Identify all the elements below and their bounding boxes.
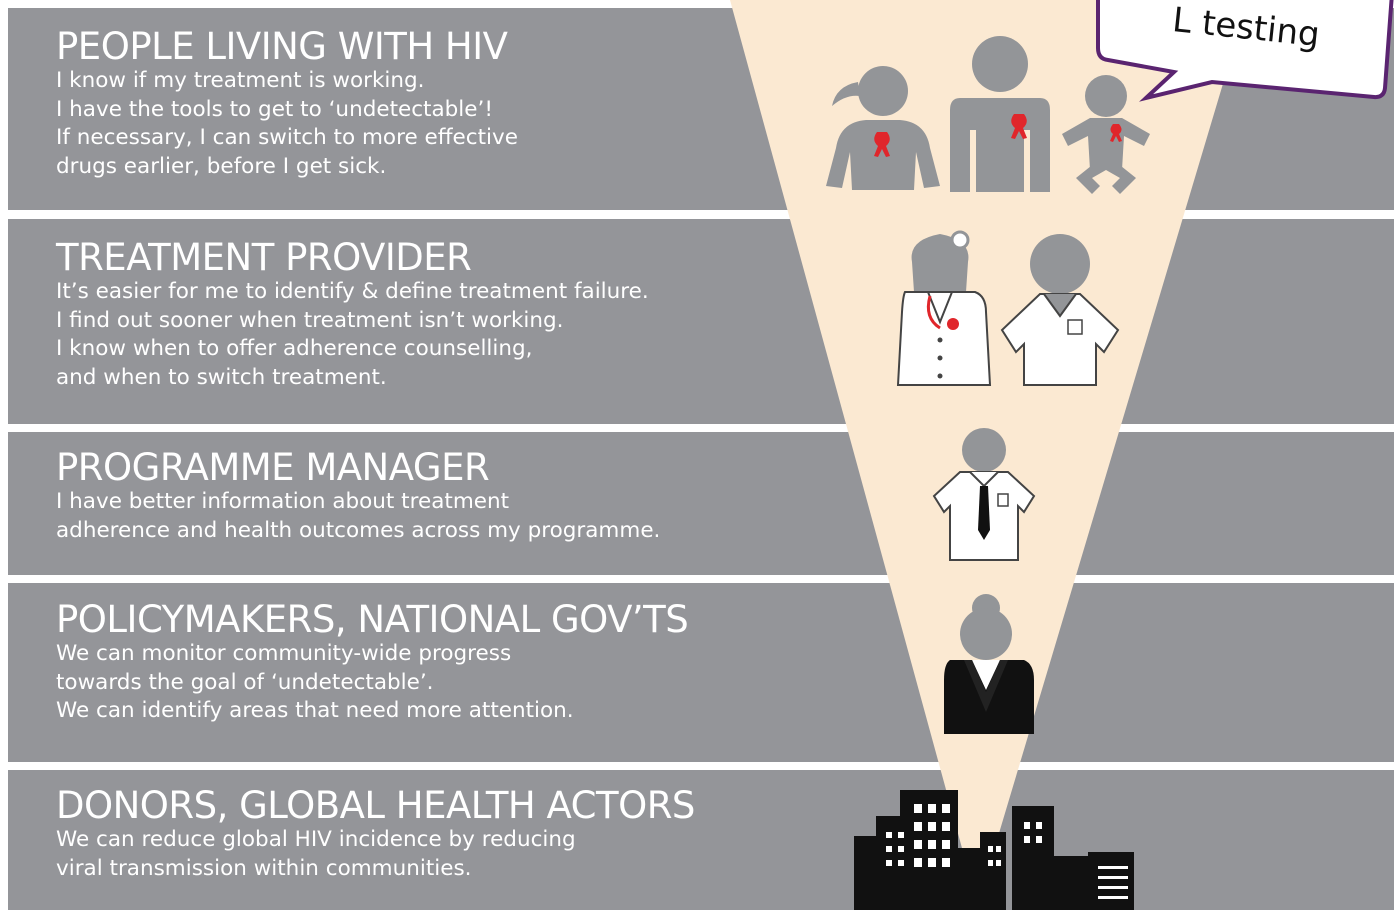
band-text: TREATMENT PROVIDER It’s easier for me to…: [56, 238, 649, 392]
audience-line: We can monitor community-wide progress: [56, 641, 512, 666]
speech-bubble-callout: L testing: [1096, 0, 1394, 102]
audience-line: drugs earlier, before I get sick.: [56, 153, 387, 179]
audience-line: towards the goal of ‘undetectable’.: [56, 669, 434, 695]
audience-title: POLICYMAKERS, NATIONAL GOV’TS: [56, 598, 689, 641]
audience-line: adherence and health outcomes across my …: [56, 517, 661, 543]
manager-icon: [932, 428, 1036, 561]
city-buildings-icon: [854, 790, 1134, 910]
audience-title: TREATMENT PROVIDER: [56, 236, 472, 279]
baby-icon: [1062, 75, 1150, 194]
audience-line: viral transmission within communities.: [56, 855, 472, 881]
band-policymakers: POLICYMAKERS, NATIONAL GOV’TS We can mon…: [8, 583, 1394, 762]
band-text: POLICYMAKERS, NATIONAL GOV’TS We can mon…: [56, 598, 689, 726]
audience-line: I have better information about treatmen…: [56, 489, 510, 514]
audience-line: It’s easier for me to identify & define …: [56, 279, 649, 304]
band-text: DONORS, GLOBAL HEALTH ACTORS We can redu…: [56, 786, 695, 883]
man-icon: [950, 36, 1050, 192]
audience-title: PEOPLE LIVING WITH HIV: [56, 25, 508, 68]
audience-line: I have the tools to get to ‘undetectable…: [56, 96, 493, 122]
audience-line: If necessary, I can switch to more effec…: [56, 125, 518, 150]
band-programme-manager: PROGRAMME MANAGER I have better informat…: [8, 432, 1394, 575]
audience-line: We can identify areas that need more att…: [56, 698, 574, 723]
audience-line: We can reduce global HIV incidence by re…: [56, 827, 576, 852]
policymaker-icon: [944, 594, 1034, 734]
audience-line: I know when to offer adherence counselli…: [56, 336, 533, 361]
doctor-icon: [896, 230, 992, 386]
band-text: PEOPLE LIVING WITH HIV I know if my trea…: [56, 27, 518, 181]
audience-line: I know if my treatment is working.: [56, 68, 425, 93]
speech-bubble-icon: [1096, 0, 1394, 102]
nurse-icon: [1000, 234, 1120, 386]
band-donors: DONORS, GLOBAL HEALTH ACTORS We can redu…: [8, 770, 1394, 910]
audience-line: I find out sooner when treatment isn’t w…: [56, 307, 564, 333]
audience-line: and when to switch treatment.: [56, 364, 387, 390]
audience-title: PROGRAMME MANAGER: [56, 446, 490, 489]
woman-icon: [826, 66, 940, 190]
audience-title: DONORS, GLOBAL HEALTH ACTORS: [56, 784, 695, 827]
band-text: PROGRAMME MANAGER I have better informat…: [56, 448, 660, 545]
